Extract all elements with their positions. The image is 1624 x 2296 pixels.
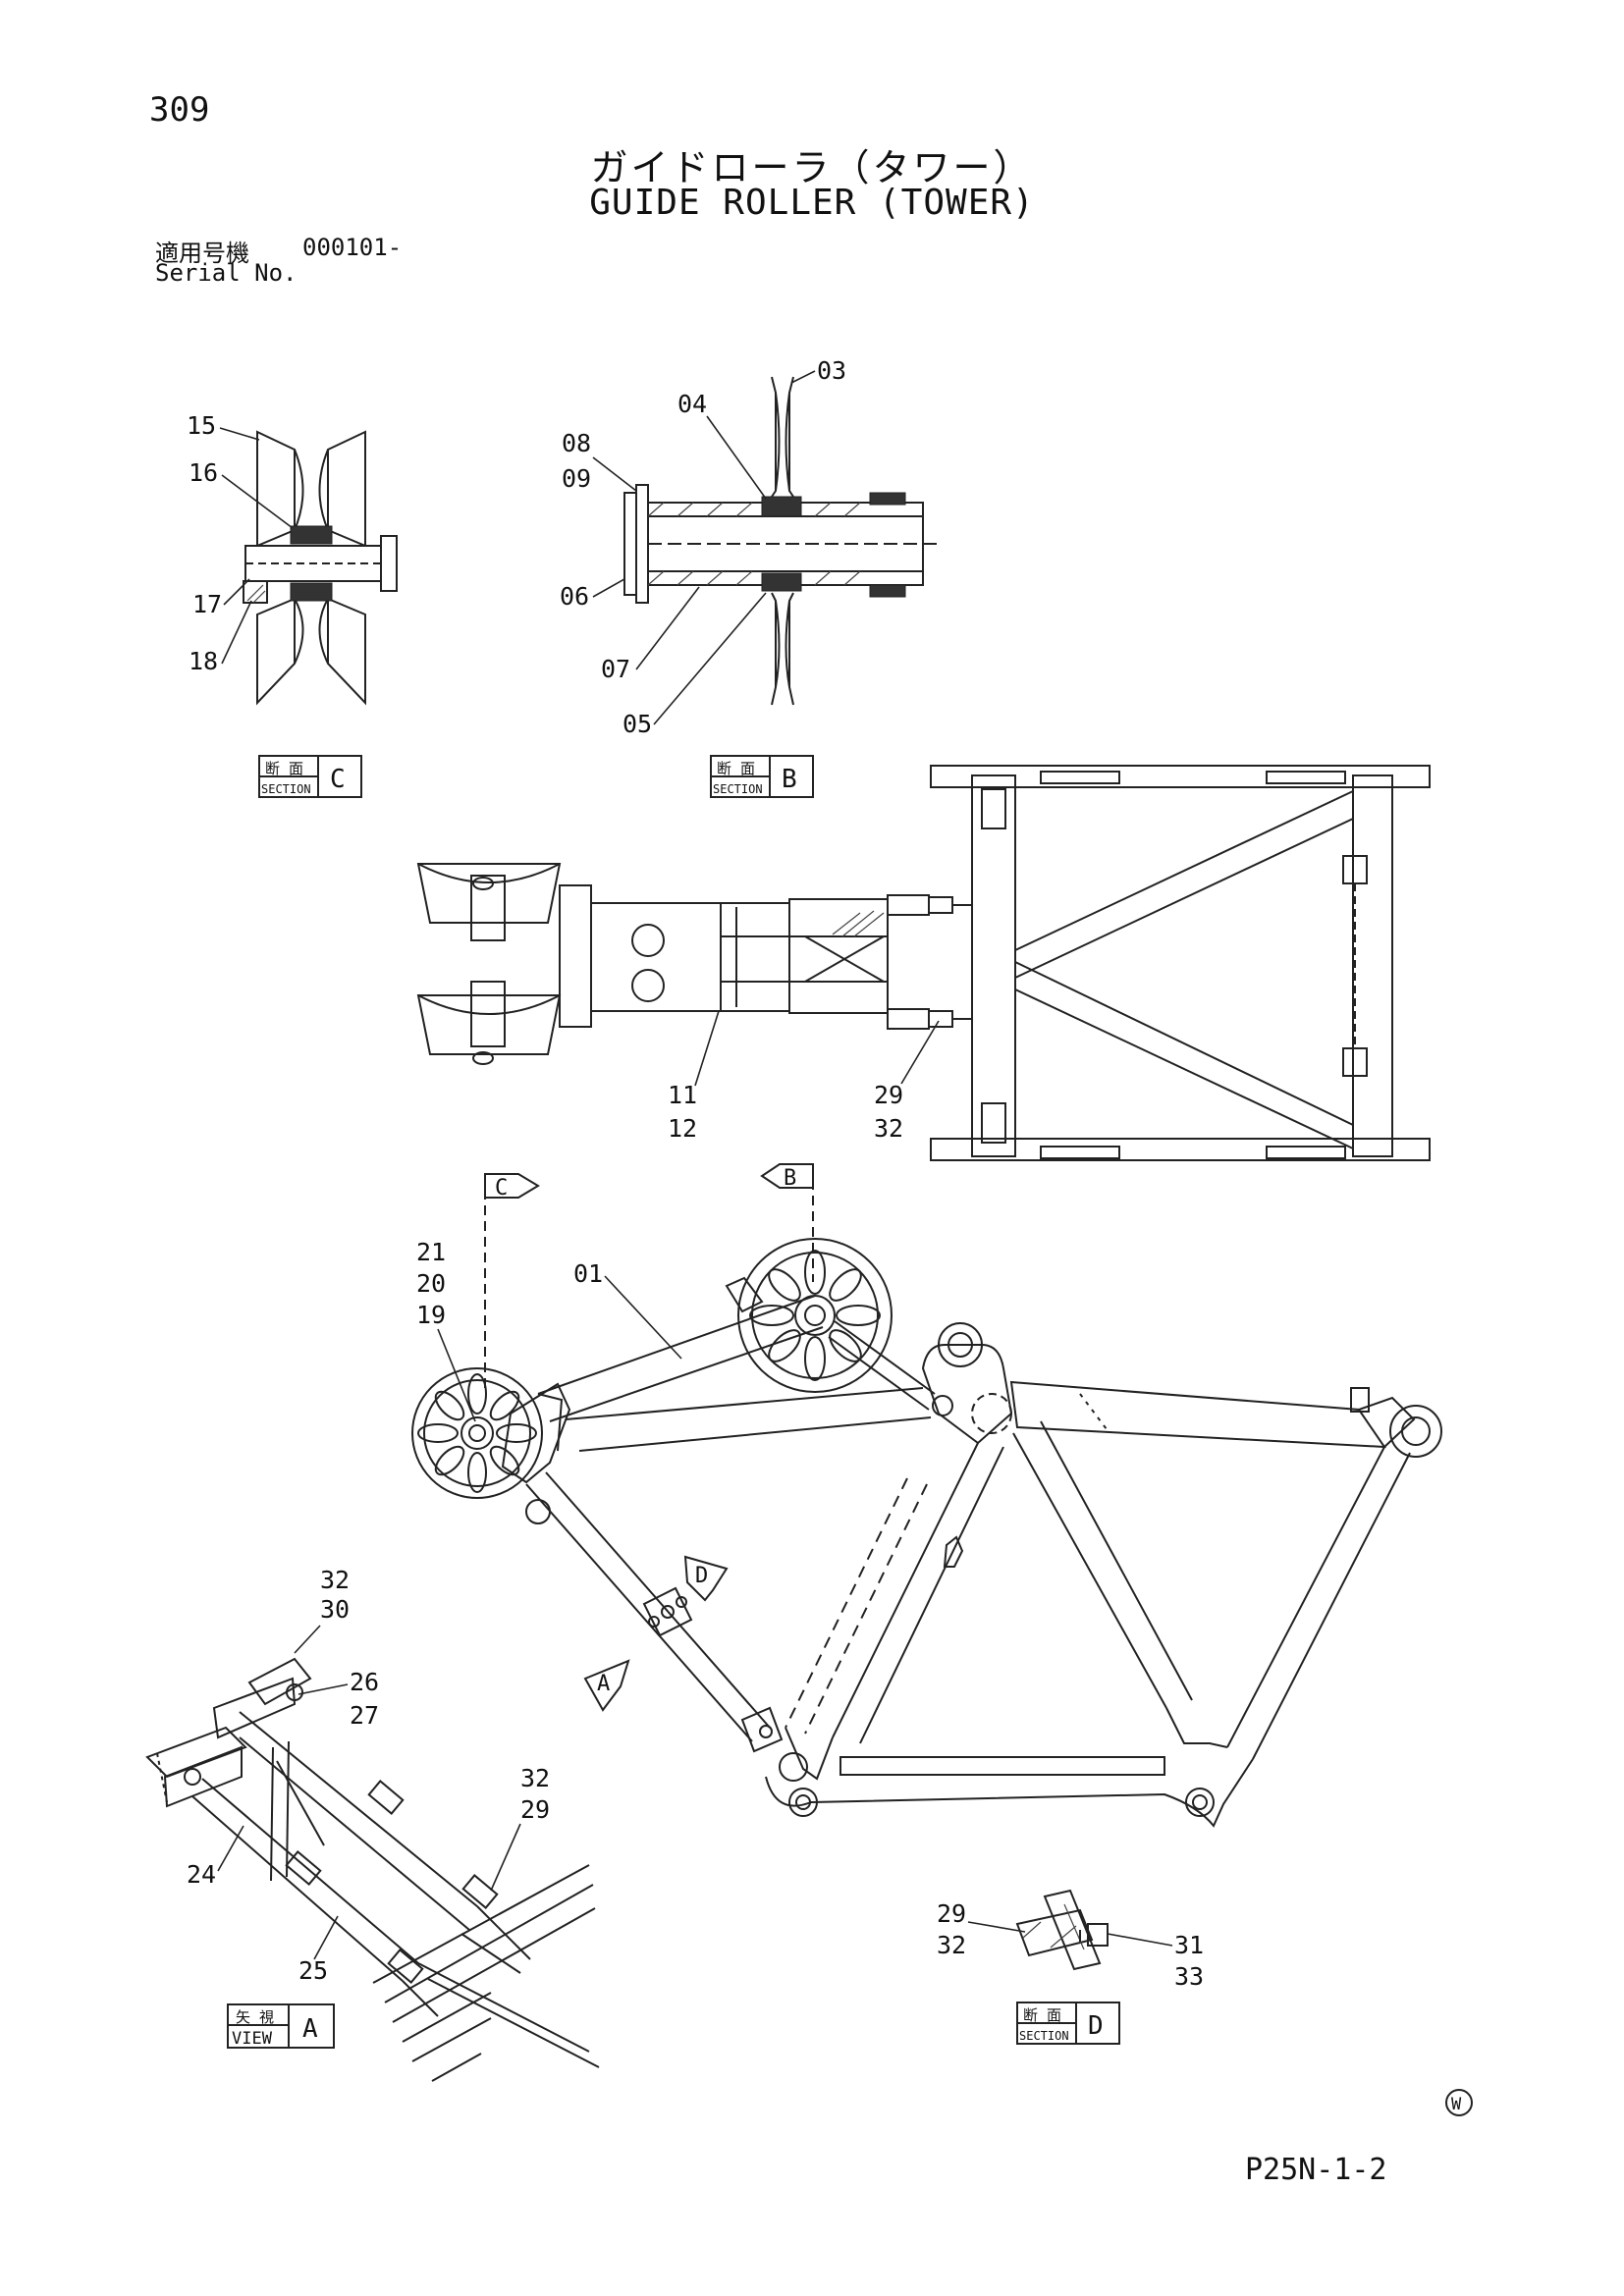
section-b-callouts: 03 04 08 09 06 07 05 — [560, 356, 846, 738]
callout-32-va-top: 32 — [320, 1566, 350, 1594]
plan-view-drawing — [416, 765, 1431, 1161]
callout-32-sd: 32 — [937, 1931, 966, 1959]
section-c-label: 断 面 SECTION C — [258, 755, 362, 798]
callout-17: 17 — [192, 590, 222, 618]
section-arrow-d: D — [683, 1555, 729, 1602]
section-d-drawing — [1015, 1889, 1109, 1971]
section-b-label-en: SECTION — [713, 782, 763, 796]
view-a-callouts: 32 30 26 27 32 29 24 25 — [187, 1566, 550, 1985]
callout-19: 19 — [416, 1301, 446, 1329]
serial-label-japanese: 適用号機 — [155, 240, 249, 267]
serial-number-value: 000101- — [302, 234, 403, 261]
callout-26: 26 — [350, 1668, 379, 1696]
arrow-c-letter: C — [495, 1176, 508, 1201]
callout-20: 20 — [416, 1269, 446, 1298]
footer-page-code: P25N-1-2 — [1245, 2153, 1387, 2187]
section-b-label-jp: 断 面 — [717, 760, 755, 777]
callout-27: 27 — [350, 1701, 379, 1730]
callout-05: 05 — [623, 710, 652, 738]
callout-33: 33 — [1174, 1962, 1204, 1991]
section-b-drawing — [623, 376, 943, 706]
callout-07: 07 — [601, 655, 630, 683]
section-d-label-jp: 断 面 — [1023, 2006, 1061, 2024]
callout-11: 11 — [668, 1081, 697, 1109]
callout-32-va-right: 32 — [520, 1764, 550, 1792]
section-d-label: 断 面 SECTION D — [1016, 2002, 1120, 2045]
callout-09: 09 — [562, 464, 591, 493]
callout-15: 15 — [187, 411, 216, 440]
section-d-letter: D — [1088, 2011, 1104, 2041]
serial-label-english: Serial No. — [155, 259, 298, 287]
section-c-label-jp: 断 面 — [265, 760, 303, 777]
circled-w-letter: W — [1451, 2095, 1462, 2114]
section-d-label-en: SECTION — [1019, 2029, 1069, 2043]
section-b-label: 断 面 SECTION B — [710, 755, 814, 798]
callout-03: 03 — [817, 356, 846, 385]
title-japanese: ガイドローラ（タワー） — [590, 146, 1034, 189]
callout-29-va: 29 — [520, 1795, 550, 1824]
arrow-d-letter: D — [695, 1564, 708, 1588]
title-english: GUIDE ROLLER (TOWER) — [589, 183, 1035, 223]
section-c-label-en: SECTION — [261, 782, 311, 796]
view-arrow-a: A — [583, 1659, 630, 1712]
callout-08: 08 — [562, 429, 591, 457]
view-a-label-jp: 矢 視 — [236, 2008, 274, 2026]
callout-25: 25 — [298, 1956, 328, 1985]
main-assembly-drawing — [411, 1238, 1442, 1828]
callout-30: 30 — [320, 1595, 350, 1624]
section-b-letter: B — [782, 765, 797, 794]
arrow-b-letter: B — [784, 1166, 796, 1191]
view-a-label: 矢 視 VIEW A — [227, 2003, 335, 2049]
section-c-letter: C — [330, 765, 346, 794]
section-arrow-b: B — [760, 1163, 814, 1282]
arrow-a-letter: A — [597, 1672, 610, 1696]
section-c-drawing — [243, 430, 398, 706]
view-a-label-en: VIEW — [232, 2029, 273, 2049]
callout-29-plan: 29 — [874, 1081, 903, 1109]
section-c-callouts: 15 16 17 18 — [187, 411, 294, 675]
callout-29-sd: 29 — [937, 1899, 966, 1928]
main-assembly-callouts: 21 20 19 01 — [416, 1238, 682, 1422]
callout-16: 16 — [189, 458, 218, 487]
callout-24: 24 — [187, 1860, 216, 1889]
view-a-drawing — [145, 1657, 600, 2082]
callout-32-plan: 32 — [874, 1114, 903, 1143]
callout-31: 31 — [1174, 1931, 1204, 1959]
view-a-letter: A — [302, 2014, 318, 2044]
section-arrow-c: C — [484, 1173, 540, 1394]
callout-01: 01 — [573, 1259, 603, 1288]
page-number: 309 — [149, 90, 210, 130]
section-d-callouts: 29 32 31 33 — [937, 1899, 1204, 1991]
callout-21: 21 — [416, 1238, 446, 1266]
callout-18: 18 — [189, 647, 218, 675]
plan-view-callouts: 11 12 29 32 — [668, 1010, 940, 1143]
callout-06: 06 — [560, 582, 589, 611]
callout-04: 04 — [677, 390, 707, 418]
circled-w-mark: W — [1445, 2089, 1473, 2116]
callout-12: 12 — [668, 1114, 697, 1143]
